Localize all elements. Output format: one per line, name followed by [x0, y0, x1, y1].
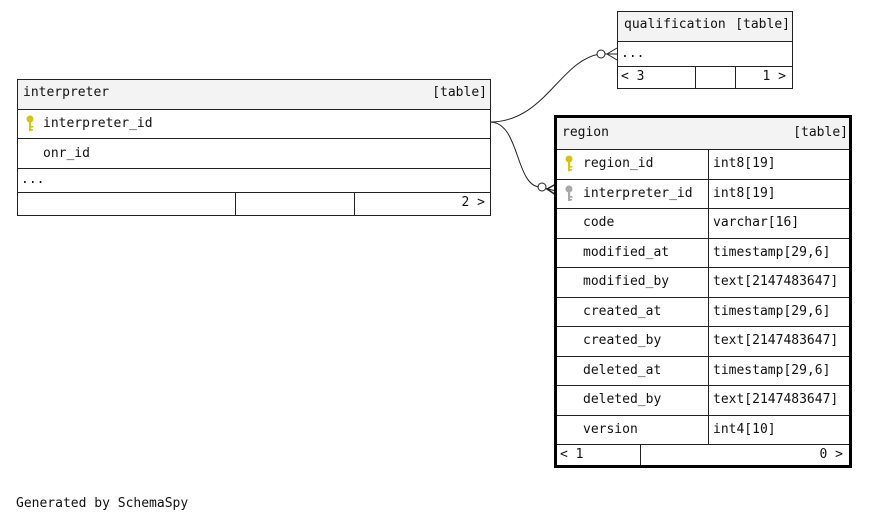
ellipsis-row: ... [618, 41, 792, 66]
table-footer: 2 > [18, 192, 490, 215]
column-row[interactable]: modified_at timestamp[29,6] [557, 238, 849, 267]
column-name: interpreter_id [43, 116, 153, 131]
more-columns-ellipsis: ... [21, 172, 45, 187]
column-row[interactable]: deleted_by text[2147483647] [557, 385, 849, 415]
column-row[interactable]: region_id int8[19] [557, 149, 849, 179]
table-footer: < 1 0 > [557, 444, 849, 465]
table-type-label: [table] [432, 85, 487, 100]
table-name[interactable]: region [562, 125, 609, 140]
key-icon [565, 155, 573, 171]
column-row[interactable]: created_at timestamp[29,6] [557, 297, 849, 326]
column-type: int8[19] [713, 186, 776, 201]
children-count[interactable]: 1 > [762, 69, 786, 84]
column-name: deleted_by [583, 392, 662, 407]
column-name: version [583, 422, 638, 437]
table-footer: < 3 1 > [618, 66, 792, 88]
column-name: modified_by [583, 274, 670, 289]
column-row[interactable]: version int4[10] [557, 415, 849, 444]
table-name[interactable]: interpreter [23, 85, 110, 100]
table-header: qualification [table] [618, 12, 792, 41]
column-type: text[2147483647] [713, 333, 839, 348]
ellipsis-row: ... [18, 168, 490, 192]
edge-optional-marker [596, 49, 606, 59]
column-row[interactable]: created_by text[2147483647] [557, 326, 849, 356]
parents-count[interactable]: < 3 [621, 69, 645, 84]
column-row[interactable]: interpreter_id [18, 109, 490, 138]
column-name: onr_id [43, 146, 90, 161]
children-count[interactable]: 0 > [819, 447, 843, 462]
table-header: region [table] [557, 118, 849, 149]
column-type: text[2147483647] [713, 274, 839, 289]
column-name: created_by [583, 333, 662, 348]
key-icon [26, 115, 34, 131]
column-row[interactable]: deleted_at timestamp[29,6] [557, 356, 849, 385]
table-type-label: [table] [735, 17, 790, 32]
column-name: interpreter_id [583, 186, 693, 201]
table-interpreter[interactable]: interpreter [table] interpreter_id onr_i… [17, 79, 491, 216]
edge-interpreter-region [489, 121, 557, 192]
edge-crowsfoot-marker [606, 47, 618, 61]
parents-count[interactable]: < 1 [560, 447, 584, 462]
column-type: timestamp[29,6] [713, 363, 831, 378]
column-row[interactable]: code varchar[16] [557, 208, 849, 238]
column-type: varchar[16] [713, 215, 800, 230]
column-name: modified_at [583, 245, 670, 260]
more-columns-ellipsis: ... [621, 46, 645, 61]
foreign-key-icon [565, 185, 573, 201]
table-region[interactable]: region [table] region_id int8[19] interp… [554, 115, 852, 468]
column-name: code [583, 215, 615, 230]
children-count[interactable]: 2 > [461, 195, 485, 210]
column-type: timestamp[29,6] [713, 245, 831, 260]
edge-crowsfoot-marker [545, 183, 557, 196]
table-qualification[interactable]: qualification [table] ... < 3 1 > [617, 11, 793, 89]
column-row[interactable]: interpreter_id int8[19] [557, 179, 849, 208]
column-row[interactable]: onr_id [18, 138, 490, 168]
column-name: deleted_at [583, 363, 662, 378]
column-name: region_id [583, 156, 654, 171]
column-type: timestamp[29,6] [713, 304, 831, 319]
edge-interpreter-qualification [489, 53, 617, 123]
table-name[interactable]: qualification [624, 17, 726, 32]
column-row[interactable]: modified_by text[2147483647] [557, 267, 849, 297]
column-type: int8[19] [713, 156, 776, 171]
generated-by-footer: Generated by SchemaSpy [16, 496, 189, 511]
column-type: text[2147483647] [713, 392, 839, 407]
table-header: interpreter [table] [18, 80, 490, 109]
edge-optional-marker [537, 182, 547, 192]
column-type: int4[10] [713, 422, 776, 437]
column-name: created_at [583, 304, 662, 319]
table-type-label: [table] [793, 125, 848, 140]
